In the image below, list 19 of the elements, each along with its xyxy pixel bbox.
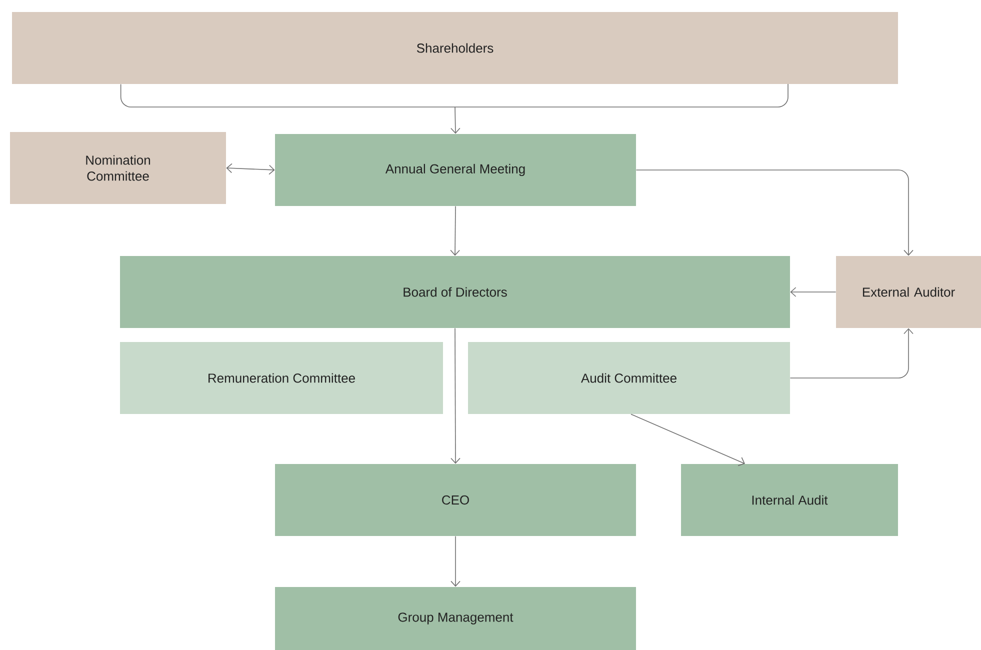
committee-box: Audit Committee — [468, 342, 790, 414]
process-box: Internal Audit — [681, 464, 898, 536]
arrow — [226, 163, 275, 175]
process-box: Annual General Meeting — [275, 134, 636, 206]
process-box: CEO — [275, 464, 636, 536]
process-box: Group Management — [275, 587, 636, 650]
arrow — [790, 287, 836, 297]
arrow — [630, 414, 746, 466]
arrow — [120, 84, 788, 134]
process-box: Shareholders — [12, 12, 898, 84]
arrow — [790, 328, 914, 378]
arrow — [450, 536, 460, 587]
arrow — [636, 170, 914, 256]
arrow — [450, 328, 460, 464]
committee-box: Remuneration Committee — [120, 342, 443, 414]
process-box: Nomination Committee — [10, 132, 226, 204]
process-box: Board of Directors — [120, 256, 790, 328]
arrow — [450, 206, 460, 256]
process-box: External Auditor — [836, 256, 981, 328]
